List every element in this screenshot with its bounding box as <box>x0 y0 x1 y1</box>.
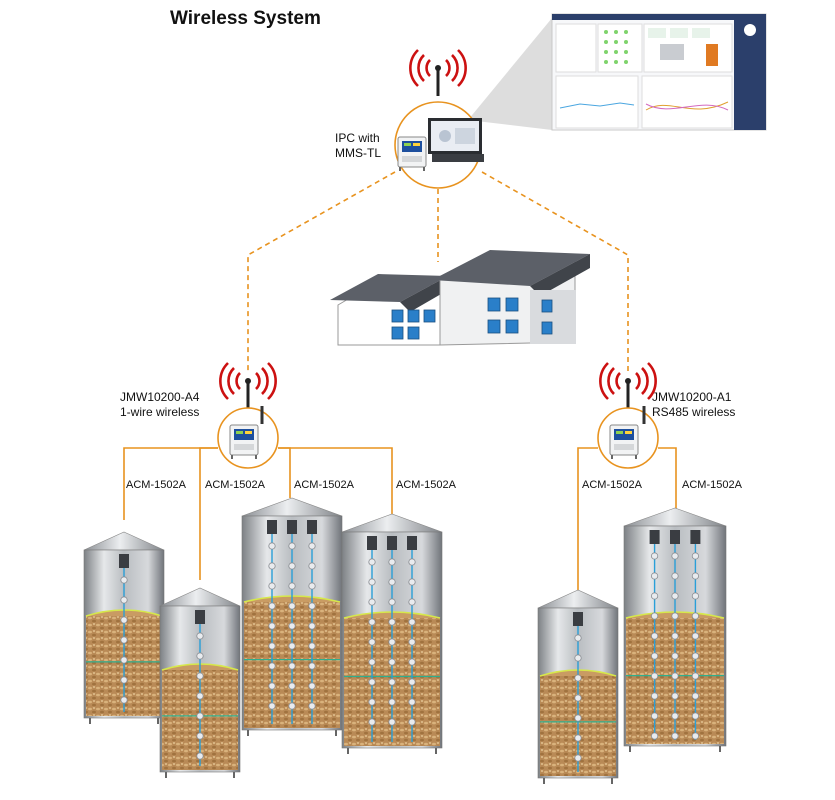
gateway-right-type: RS485 wireless <box>652 405 736 419</box>
gateway-right-node <box>597 361 659 469</box>
cable-lines <box>123 447 677 592</box>
cable-label: ACM-1502A <box>682 479 742 491</box>
ipc-label-line2: MMS-TL <box>335 146 381 160</box>
silo-icon <box>241 497 343 736</box>
silo-icon <box>623 507 727 752</box>
gateway-device-icon <box>229 424 259 460</box>
gateway-left-label: JMW10200-A4 1-wire wireless <box>120 390 199 420</box>
gateway-left-type: 1-wire wireless <box>120 405 200 419</box>
cable-label: ACM-1502A <box>205 479 265 491</box>
gateway-left-node <box>217 361 279 469</box>
cable-label: ACM-1502A <box>396 479 456 491</box>
ipc-monitor-icon <box>428 118 484 162</box>
link-ipc-left <box>247 171 396 372</box>
ipc-label-line1: IPC with <box>335 131 380 145</box>
warehouse-icon <box>330 250 590 346</box>
page-title: Wireless System <box>170 8 321 29</box>
silo-icon <box>159 587 241 778</box>
antenna-icon <box>408 48 468 98</box>
gateway-right-label: JMW10200-A1 RS485 wireless <box>652 390 735 420</box>
ipc-label: IPC with MMS-TL <box>335 131 381 161</box>
silo-icon <box>83 531 165 724</box>
link-ipc-right <box>481 171 629 372</box>
gateway-left-model: JMW10200-A4 <box>120 390 200 404</box>
cable-label: ACM-1502A <box>294 479 354 491</box>
silo-icon <box>341 513 443 754</box>
cable-label: ACM-1502A <box>126 479 186 491</box>
silos <box>83 497 727 784</box>
software-screenshot <box>468 13 767 131</box>
gateway-right-model: JMW10200-A1 <box>652 390 732 404</box>
network-links <box>247 171 629 372</box>
silo-icon <box>537 589 619 784</box>
gateway-device-icon <box>609 424 639 460</box>
cable-label: ACM-1502A <box>582 479 642 491</box>
ipc-node <box>394 48 484 189</box>
